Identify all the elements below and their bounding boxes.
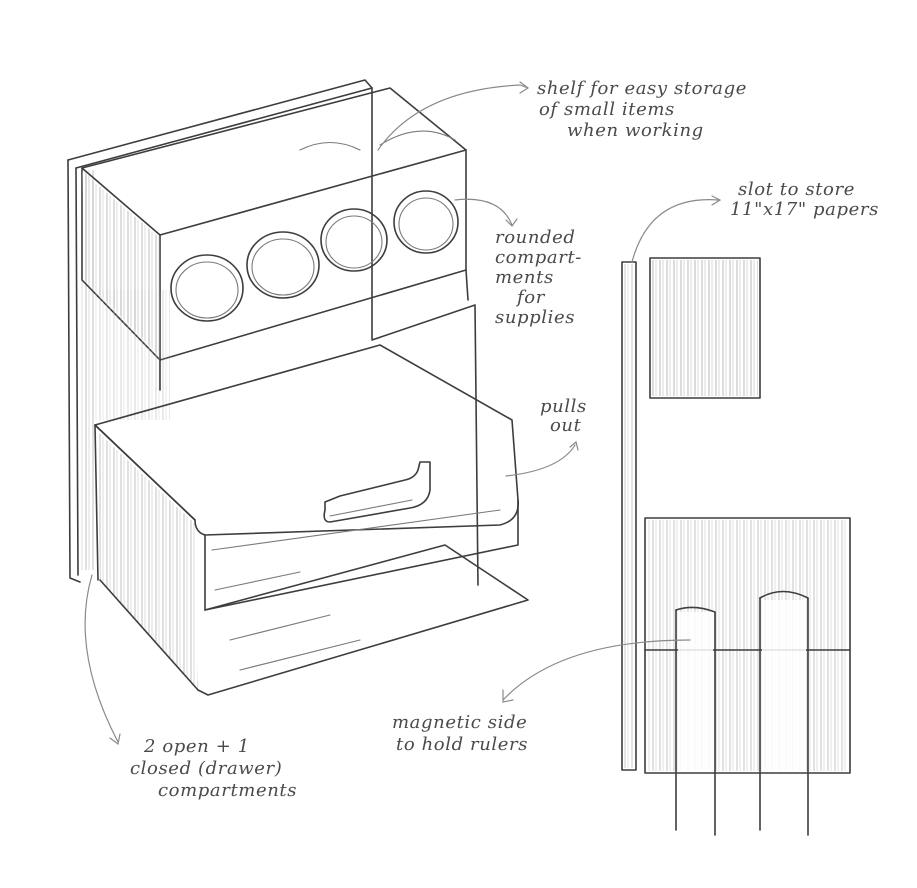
- note-line: ments: [495, 268, 582, 288]
- organizer-sketch: [68, 80, 528, 695]
- note-line: 11"x17" papers: [730, 200, 879, 220]
- arrow-rounded: [455, 199, 517, 226]
- arrow-slot: [632, 196, 720, 262]
- note-line: out: [540, 416, 587, 435]
- side-view-sketch: [622, 258, 850, 835]
- note-line: supplies: [495, 308, 582, 328]
- arrow-pulls: [506, 442, 578, 476]
- upper-side-block: [650, 258, 760, 398]
- note-line: to hold rulers: [392, 734, 528, 756]
- note-line: 2 open + 1: [140, 736, 297, 758]
- paper-slot-panel: [622, 262, 636, 770]
- note-line: slot to store: [738, 180, 879, 200]
- note-compartments: 2 open + 1 closed (drawer) compartments: [140, 736, 297, 802]
- note-slot: slot to store 11"x17" papers: [738, 180, 879, 220]
- circle-compartments: [171, 191, 458, 321]
- note-line: for: [495, 288, 582, 308]
- note-line: compart-: [495, 248, 582, 268]
- note-line: closed (drawer): [130, 758, 297, 780]
- note-shelf: shelf for easy storage of small items wh…: [537, 78, 747, 141]
- note-magnetic: magnetic side to hold rulers: [392, 712, 528, 756]
- note-pulls: pulls out: [540, 397, 587, 435]
- note-line: rounded: [495, 228, 582, 248]
- arrow-compartments: [85, 575, 120, 744]
- note-line: magnetic side: [392, 712, 528, 734]
- note-line: pulls: [540, 397, 587, 416]
- note-line: shelf for easy storage: [537, 78, 747, 99]
- note-rounded: rounded compart- ments for supplies: [495, 228, 582, 328]
- note-line: of small items: [537, 99, 747, 120]
- note-line: compartments: [140, 780, 297, 802]
- note-line: when working: [537, 120, 747, 141]
